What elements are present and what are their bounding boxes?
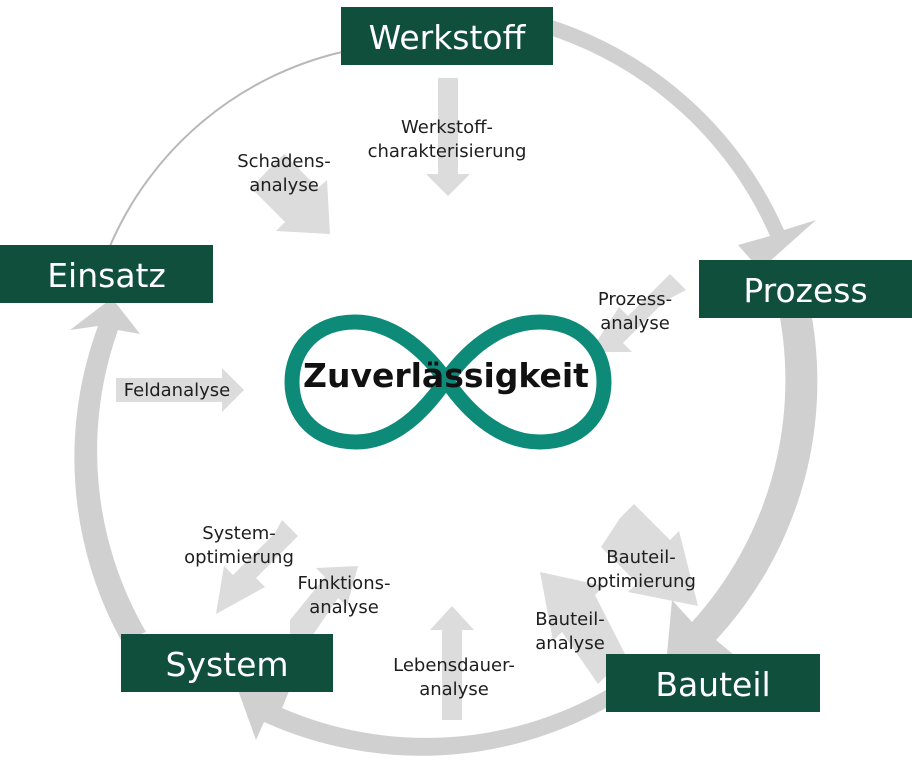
arrow-prozessanalyse [590, 274, 686, 352]
arrow-lebensdaueranalyse [430, 606, 474, 720]
arrow-funktionsanalyse [290, 566, 358, 648]
connector-line [109, 51, 343, 247]
arrow-systemoptimierung [216, 520, 298, 614]
label-bauteilanalyse: Bauteil- analyse [535, 609, 605, 654]
label-lebensdaueranalyse: Lebensdauer- analyse [393, 655, 515, 700]
stage-einsatz: Einsatz [0, 245, 213, 303]
label-bauteiloptimierung: Bauteil- optimierung [586, 547, 696, 592]
stage-prozess: Prozess [699, 260, 912, 318]
arrow-werkstoffcharakterisierung [426, 78, 470, 196]
infinity-symbol [284, 314, 612, 450]
arrow-schadensanalyse [251, 154, 330, 234]
label-systemoptimierung: System- optimierung [184, 523, 294, 568]
label-schadensanalyse: Schadens- analyse [237, 151, 331, 196]
stage-werkstoff: Werkstoff [341, 7, 553, 65]
stage-bauteil: Bauteil [606, 654, 820, 712]
arrow-bauteilanalyse [540, 572, 626, 684]
label-feldanalyse: Feldanalyse [123, 380, 231, 401]
center-title: Zuverlässigkeit [303, 356, 589, 395]
cycle-arrow-bauteil-system [238, 684, 606, 756]
arrow-bauteiloptimierung [601, 504, 698, 606]
label-funktionsanalyse: Funktions- analyse [297, 573, 391, 618]
label-werkstoffcharakterisierung: Werkstoff- charakterisierung [367, 117, 527, 162]
cycle-arrow-system-einsatz [70, 298, 146, 642]
arrow-feldanalyse [116, 368, 244, 412]
cycle-arrow-werkstoff-prozess [552, 20, 816, 270]
cycle-arrow-prozess-bauteil [666, 318, 818, 665]
stage-system: System [121, 634, 333, 692]
label-prozessanalyse: Prozess- analyse [597, 289, 673, 334]
